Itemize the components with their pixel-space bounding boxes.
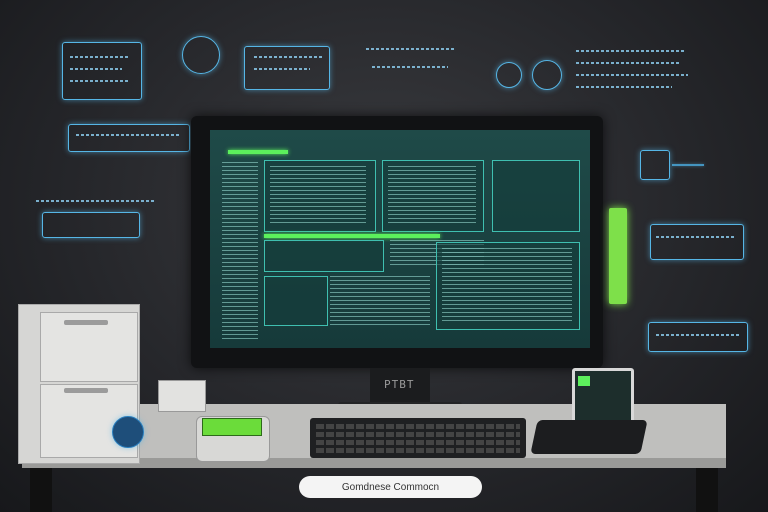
holo-text <box>76 134 180 136</box>
screen-code <box>388 166 476 224</box>
holo-panel-left <box>68 124 190 152</box>
holo-text <box>366 48 454 50</box>
holo-text <box>576 62 680 64</box>
screen-panel <box>264 240 384 272</box>
desk-leg <box>696 468 718 512</box>
holo-icon-right <box>640 150 670 180</box>
holo-text <box>656 334 740 336</box>
holo-text <box>576 74 688 76</box>
holo-panel-left-2 <box>42 212 140 238</box>
drawer-handle <box>64 388 108 393</box>
holo-text <box>254 56 322 58</box>
key-row <box>316 432 520 437</box>
monitor-screen <box>210 130 590 348</box>
key-row <box>316 424 520 429</box>
holo-text <box>70 56 130 58</box>
holo-text <box>576 50 686 52</box>
holo-panel-top <box>244 46 330 90</box>
monitor-stand-label: PTBT <box>384 378 415 391</box>
holo-text <box>70 68 122 70</box>
desk-edge <box>22 458 726 468</box>
monitor-stand <box>370 368 430 404</box>
phone <box>530 420 648 454</box>
device-display <box>202 418 262 436</box>
holo-text <box>576 86 672 88</box>
desk-leg <box>30 468 52 512</box>
webcam-icon <box>112 416 144 448</box>
screen-panel <box>492 160 580 232</box>
key-row <box>316 440 520 445</box>
small-box <box>158 380 206 412</box>
holo-dial-icon <box>532 60 562 90</box>
tablet-indicator <box>578 376 590 386</box>
drawer-handle <box>64 320 108 325</box>
holo-gear-icon <box>182 36 220 74</box>
holo-line <box>672 164 704 166</box>
green-holo-bar <box>609 208 627 304</box>
holo-text <box>36 200 156 202</box>
holo-text <box>70 80 128 82</box>
holo-window-top-left <box>62 42 142 100</box>
screen-header-bar <box>228 150 288 154</box>
holo-text <box>254 68 310 70</box>
screen-panel <box>264 276 328 326</box>
screen-code <box>442 248 572 322</box>
screen-highlight-bar <box>264 234 440 238</box>
screen-code <box>270 166 366 224</box>
holo-text <box>656 236 734 238</box>
holo-text <box>372 66 448 68</box>
holo-panel-right-2 <box>648 322 748 352</box>
screen-code-column <box>222 162 258 342</box>
caption-pill: Gomdnese Commocn <box>299 476 482 498</box>
key-row <box>316 448 520 453</box>
screen-code <box>330 276 430 326</box>
holo-dial-icon <box>496 62 522 88</box>
holo-panel-right <box>650 224 744 260</box>
